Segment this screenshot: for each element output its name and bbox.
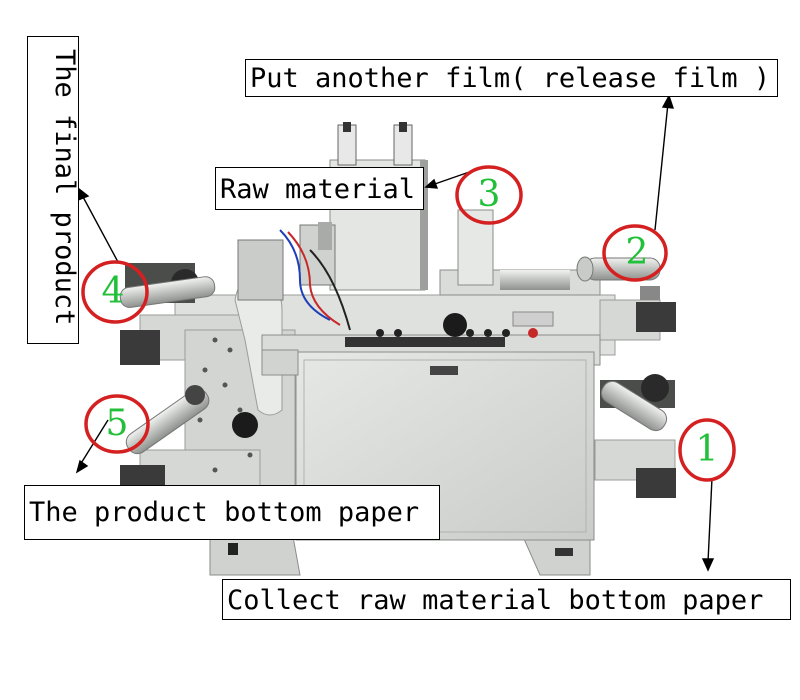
marker-number-2: 2 <box>625 232 649 273</box>
marker-number-1: 1 <box>695 429 719 470</box>
marker-ring-3 <box>455 165 523 225</box>
marker-ring-2 <box>602 224 668 282</box>
marker-ring-4 <box>81 260 149 324</box>
marker-number-5: 5 <box>105 403 129 444</box>
marker-number-4: 4 <box>101 271 125 312</box>
right-lower-roll <box>600 374 676 498</box>
marker-ring-1 <box>678 418 736 482</box>
marker-number-3: 3 <box>477 174 501 215</box>
label-product-bottom-paper: The product bottom paper <box>24 485 440 540</box>
label-collect-bottom-paper: Collect raw material bottom paper <box>222 579 791 620</box>
label-release-film: Put another film( release film ) <box>245 59 778 97</box>
marker-rings <box>81 165 736 482</box>
label-raw-material: Raw material <box>215 167 424 210</box>
label-final-product: The final product <box>27 36 80 344</box>
right-upper-roll <box>576 256 676 332</box>
upper-unit <box>237 122 601 337</box>
marker-ring-5 <box>84 394 150 454</box>
left-upper-roll <box>119 263 216 365</box>
